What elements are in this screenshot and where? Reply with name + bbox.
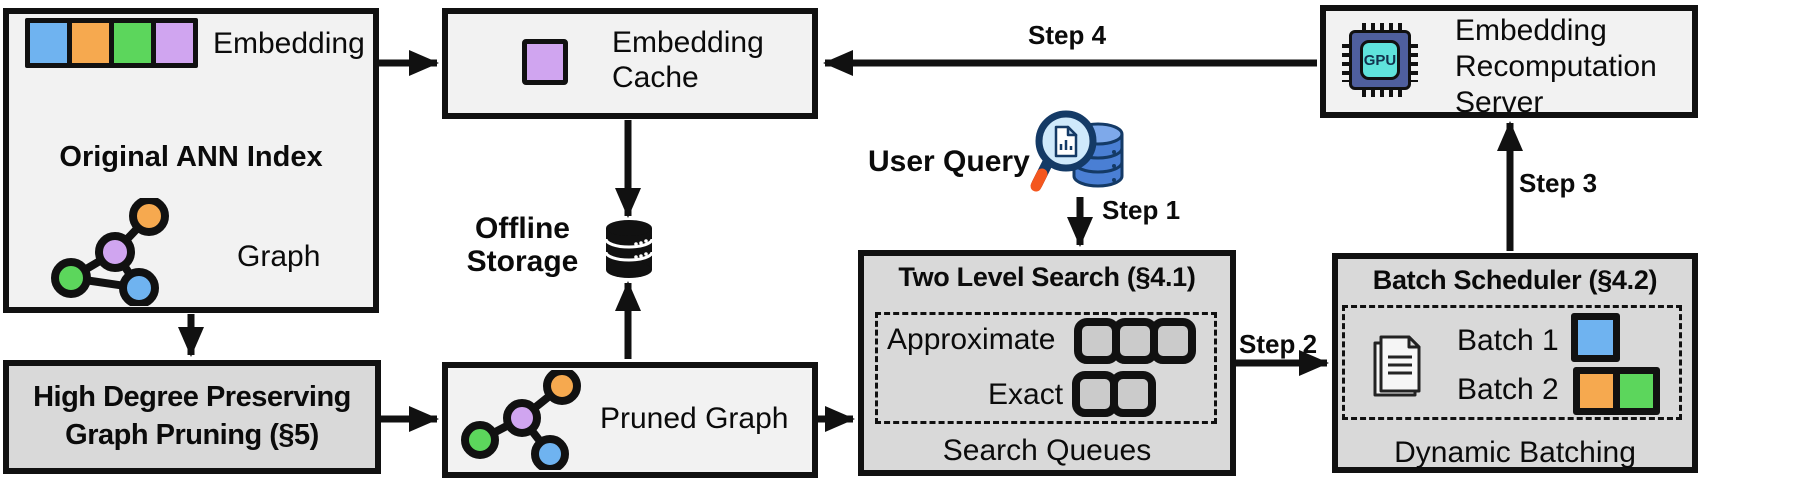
gpu-pins-left (1342, 44, 1350, 82)
batch-scheduler-title: Batch Scheduler (§4.2) (1372, 265, 1658, 295)
gpu-pins-right (1410, 44, 1418, 82)
batch1-item-blue (1571, 313, 1620, 362)
embedding-cache-box: Embedding Cache (442, 8, 818, 119)
batch1-label: Batch 1 (1457, 324, 1559, 357)
gpu-pins-bottom (1362, 89, 1406, 97)
exact-label: Exact (988, 378, 1064, 411)
search-queues-caption: Search Queues (942, 434, 1152, 467)
pruned-graph-label: Pruned Graph (600, 402, 789, 435)
documents-icon (1373, 335, 1421, 397)
recomputation-server-box: GPU Embedding Recomputation Server (1320, 5, 1698, 119)
two-level-search-box: Two Level Search (§4.1) Approximate Exac… (858, 250, 1236, 476)
approximate-queue-slots (1074, 318, 1196, 364)
dynamic-batching-panel (1342, 305, 1682, 420)
step1-label: Step 1 (1102, 195, 1181, 225)
embedding-cell-orange (72, 23, 109, 63)
batch2-label: Batch 2 (1457, 373, 1559, 406)
offline-storage-label: Offline Storage (466, 212, 579, 278)
user-query-label: User Query (868, 145, 1030, 178)
original-ann-index-title: Original ANN Index (59, 141, 323, 173)
embedding-vector-icon (25, 18, 198, 68)
embedding-label: Embedding (213, 27, 365, 60)
graph-icon (51, 198, 169, 306)
step3-label: Step 3 (1519, 168, 1598, 198)
dynamic-batching-caption: Dynamic Batching (1394, 436, 1636, 469)
two-level-search-title: Two Level Search (§4.1) (898, 262, 1196, 292)
gpu-chip-body: GPU (1349, 30, 1411, 90)
batch2-item-green (1613, 367, 1660, 415)
embedding-cell-green (114, 23, 151, 63)
embedding-cell-blue (30, 23, 67, 63)
pruned-graph-box: Pruned Graph (442, 362, 818, 478)
gpu-pins-top (1362, 23, 1406, 31)
graph-pruning-box: High Degree Preserving Graph Pruning (§5… (3, 360, 381, 474)
embedding-cache-label: Embedding Cache (612, 26, 764, 95)
queue-slot (1150, 318, 1196, 364)
gpu-chip-label: GPU (1363, 51, 1397, 69)
query-search-icon (1030, 110, 1124, 192)
gpu-chip-icon: GPU (1340, 22, 1420, 100)
step2-label: Step 2 (1239, 329, 1318, 359)
approximate-label: Approximate (887, 323, 1056, 356)
embedding-cell-purple (156, 23, 193, 63)
graph-label: Graph (237, 240, 321, 273)
cached-embedding-icon (522, 39, 568, 85)
recomputation-server-label: Embedding Recomputation Server (1455, 14, 1657, 119)
original-ann-index-box: Embedding Original ANN Index Graph (3, 8, 379, 313)
batch-scheduler-box: Batch Scheduler (§4.2) Batch 1 Batch 2 D… (1332, 253, 1698, 473)
gpu-chip-core: GPU (1360, 40, 1400, 80)
database-icon (604, 220, 654, 278)
step4-label: Step 4 (1028, 20, 1107, 50)
search-queues-panel: Approximate Exact (875, 312, 1217, 424)
graph-pruning-title: High Degree Preserving Graph Pruning (§5… (33, 381, 351, 451)
batch2-items (1573, 367, 1660, 415)
queue-slot (1110, 371, 1156, 417)
pruned-graph-icon (461, 370, 581, 470)
exact-queue-slots (1072, 371, 1156, 417)
